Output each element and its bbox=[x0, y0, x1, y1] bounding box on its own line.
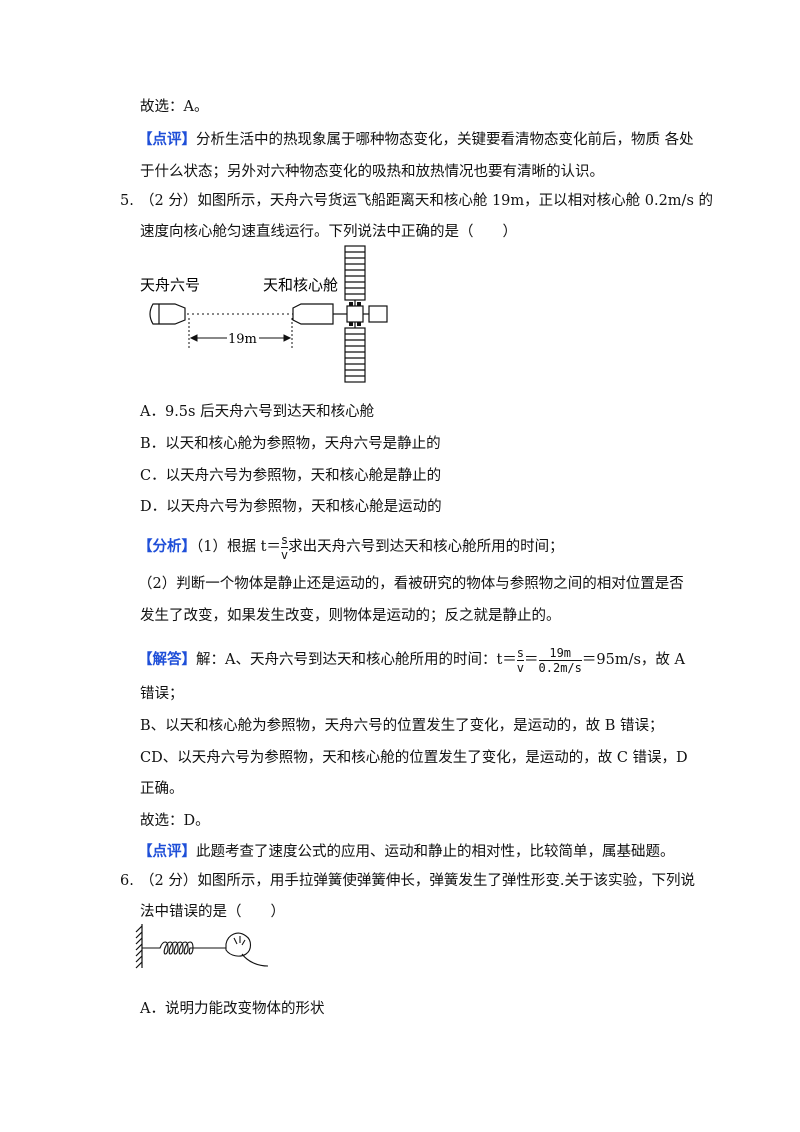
q5-option-a: A．9.5s 后天舟六号到达天和核心舱 bbox=[140, 404, 375, 420]
station-joint bbox=[349, 322, 353, 326]
station-joint bbox=[357, 302, 361, 306]
q5-analysis-line-3: 发生了改变，如果发生改变，则物体是运动的；反之就是静止的。 bbox=[140, 608, 561, 624]
comment-tag: 【点评】 bbox=[138, 843, 196, 860]
q5-stem-line-1: （2 分）如图所示，天舟六号货运飞船距离天和核心舱 19m，正以相对核心舱 0.… bbox=[140, 193, 713, 209]
q4-comment-line-2: 于什么状态；另外对六种物态变化的吸热和放热情况也要有清晰的认识。 bbox=[140, 164, 604, 180]
hand-shape bbox=[225, 932, 269, 967]
distance-dimension bbox=[188, 318, 293, 348]
distance-label: 19m bbox=[228, 332, 257, 347]
label-station: 天和核心舱 bbox=[263, 276, 338, 294]
q5-option-c: C．以天舟六号为参照物，天和核心舱是静止的 bbox=[140, 468, 442, 484]
q5-analysis-line-2: （2）判断一个物体是静止还是运动的，看被研究的物体与参照物之间的相对位置是否 bbox=[138, 576, 684, 592]
station-joint bbox=[357, 322, 361, 326]
q5-solution-line-2: 错误； bbox=[140, 686, 184, 702]
docking-figure: 天舟六号 天和核心舱 19m bbox=[140, 245, 388, 383]
q6-number: 6. bbox=[120, 873, 134, 889]
wall-shape bbox=[135, 924, 143, 969]
q4-answer: 故选：A。 bbox=[140, 99, 209, 115]
comment-tag: 【点评】 bbox=[138, 131, 196, 148]
q5-solution-line-4: CD、以天舟六号为参照物，天和核心舱的位置发生了变化，是运动的，故 C 错误，D bbox=[140, 750, 688, 766]
solution-tag: 【解答】 bbox=[138, 651, 196, 668]
tianzhou-ship-shape bbox=[149, 303, 186, 325]
spring-figure bbox=[135, 924, 269, 969]
q5-answer: 故选：D。 bbox=[140, 813, 210, 829]
q5-solution-line-5: 正确。 bbox=[140, 781, 184, 797]
q5-option-b: B．以天和核心舱为参照物，天舟六号是静止的 bbox=[140, 436, 441, 452]
q5-stem-line-2: 速度向核心舱匀速直线运行。下列说法中正确的是（ ） bbox=[140, 224, 517, 240]
q5-number: 5. bbox=[120, 193, 134, 209]
tianhe-station-shape bbox=[292, 245, 388, 383]
label-ship: 天舟六号 bbox=[140, 276, 200, 294]
q6-option-a: A．说明力能改变物体的形状 bbox=[140, 1001, 325, 1017]
q5-option-d: D．以天舟六号为参照物，天和核心舱是运动的 bbox=[140, 499, 442, 515]
analysis-tag: 【分析】 bbox=[138, 538, 196, 555]
q5-comment: 【点评】此题考查了速度公式的应用、运动和静止的相对性，比较简单，属基础题。 bbox=[138, 843, 675, 860]
q4-comment-line-1: 【点评】分析生活中的热现象属于哪种物态变化，关键要看清物态变化前后，物质 各处 bbox=[138, 131, 694, 148]
q6-stem-line-1: （2 分）如图所示，用手拉弹簧使弹簧伸长，弹簧发生了弹性形变.关于该实验，下列说 bbox=[140, 873, 695, 889]
q6-stem-line-2: 法中错误的是（ ） bbox=[140, 904, 285, 920]
spring-coil-shape bbox=[142, 941, 226, 955]
q5-solution-line-3: B、以天和核心舱为参照物，天舟六号的位置发生了变化，是运动的，故 B 错误； bbox=[140, 718, 664, 734]
station-joint bbox=[349, 302, 353, 306]
